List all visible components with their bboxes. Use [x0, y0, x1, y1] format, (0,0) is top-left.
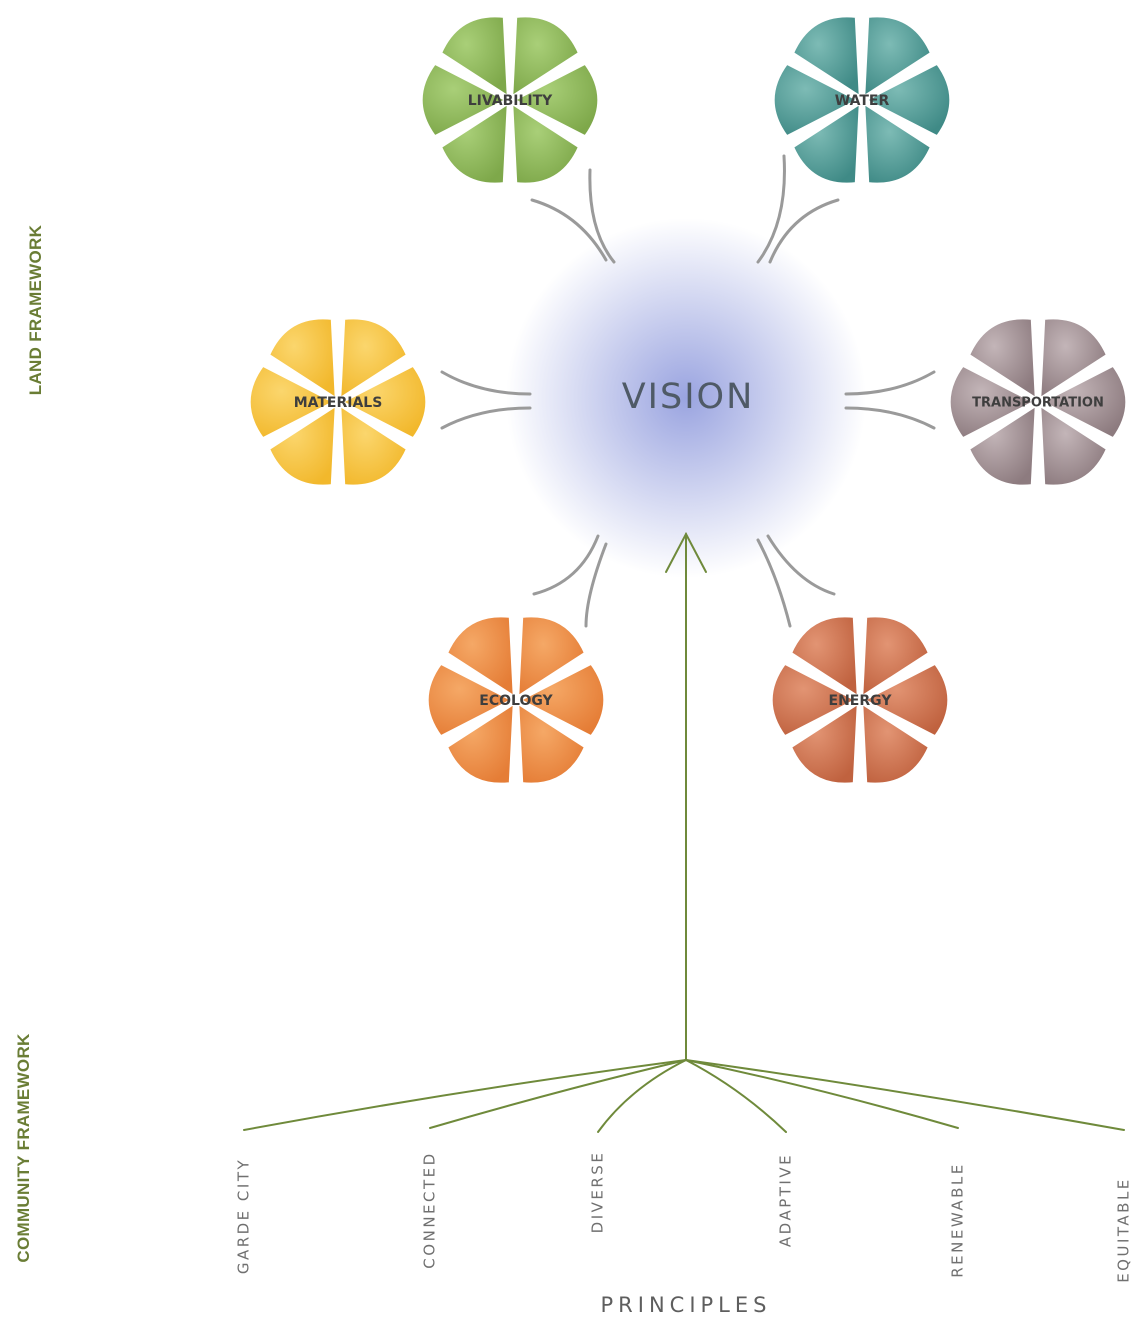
petal-group: LIVABILITY WATER MATERIALS TRANSPORTATION EC…	[248, 14, 1128, 786]
energy-petal-2	[862, 662, 950, 738]
connector-right-1	[844, 370, 936, 396]
transportation-petal-6	[967, 316, 1038, 400]
energy-petal-3	[860, 702, 931, 786]
livability-petal-4	[439, 102, 510, 186]
connector-left-up-2	[588, 168, 616, 264]
energy-flower: ENERGY	[770, 614, 950, 786]
connector-left-2	[440, 406, 532, 430]
stem-arrowhead	[665, 531, 707, 573]
water-label: WATER	[835, 93, 890, 109]
principle-diverse: DIVERSE	[589, 1151, 607, 1234]
connector-right-down-2	[766, 534, 836, 596]
livability-label: LIVABILITY	[468, 93, 553, 109]
livability-petal-2	[512, 62, 600, 138]
materials-petal-2	[340, 364, 428, 440]
water-petal-3	[862, 102, 933, 186]
energy-petal-6	[789, 614, 860, 698]
water-petal-6	[791, 14, 862, 98]
connector-left-1	[440, 370, 532, 396]
energy-petal-1	[860, 614, 931, 698]
energy-petal-4	[789, 702, 860, 786]
branch-3	[597, 1059, 687, 1133]
connector-left-up-1	[530, 198, 608, 262]
connector-right-up-2	[756, 154, 786, 264]
transportation-petal-4	[967, 404, 1038, 488]
materials-petal-3	[338, 404, 409, 488]
materials-flower: MATERIALS	[248, 316, 428, 488]
principle-garde-city: GARDE CITY	[235, 1158, 253, 1274]
energy-petal-5	[770, 662, 858, 738]
principle-adaptive: ADAPTIVE	[777, 1153, 795, 1247]
livability-petal-1	[510, 14, 581, 98]
materials-petal-4	[267, 404, 338, 488]
materials-petal-6	[267, 316, 338, 400]
livability-petal-5	[420, 62, 508, 138]
water-petal-2	[864, 62, 952, 138]
transportation-label: TRANSPORTATION	[972, 396, 1104, 411]
branch-5	[685, 1059, 959, 1129]
branch-4	[685, 1059, 787, 1133]
branch-1	[243, 1059, 687, 1131]
ecology-petal-6	[445, 614, 516, 698]
principle-connected: CONNECTED	[421, 1151, 439, 1268]
vision-glow	[506, 218, 866, 578]
ecology-petal-2	[518, 662, 606, 738]
connector-right-up-1	[768, 198, 840, 264]
principles-stem	[243, 531, 1125, 1133]
livability-petal-6	[439, 14, 510, 98]
transportation-petal-1	[1038, 316, 1109, 400]
transportation-petal-5	[948, 364, 1036, 440]
principle-renewable: RENEWABLE	[949, 1162, 967, 1278]
connector-right-2	[844, 406, 936, 430]
materials-label: MATERIALS	[294, 395, 383, 411]
connector-left-down-1	[532, 534, 600, 596]
branch-2	[429, 1059, 687, 1129]
transportation-petal-3	[1038, 404, 1109, 488]
principle-labels: GARDE CITY CONNECTED DIVERSE ADAPTIVE RENEWA…	[235, 1151, 1133, 1283]
livability-flower: LIVABILITY	[420, 14, 600, 186]
connectors	[440, 154, 936, 628]
principle-equitable: EQUITABLE	[1115, 1177, 1133, 1283]
water-petal-4	[791, 102, 862, 186]
ecology-label: ECOLOGY	[479, 693, 553, 709]
connector-left-down-2	[584, 542, 608, 628]
connector-right-down-1	[756, 538, 792, 628]
water-petal-5	[772, 62, 860, 138]
principles-title: PRINCIPLES	[601, 1293, 772, 1317]
water-flower: WATER	[772, 14, 952, 186]
transportation-flower: TRANSPORTATION	[948, 316, 1128, 488]
ecology-petal-4	[445, 702, 516, 786]
vision-label: VISION	[622, 377, 755, 417]
materials-petal-5	[248, 364, 336, 440]
energy-label: ENERGY	[829, 693, 893, 709]
branch-6	[685, 1059, 1125, 1131]
ecology-petal-1	[516, 614, 587, 698]
livability-petal-3	[510, 102, 581, 186]
transportation-petal-2	[1040, 364, 1128, 440]
ecology-flower: ECOLOGY	[426, 614, 606, 786]
materials-petal-1	[338, 316, 409, 400]
ecology-petal-5	[426, 662, 514, 738]
ecology-petal-3	[516, 702, 587, 786]
water-petal-1	[862, 14, 933, 98]
